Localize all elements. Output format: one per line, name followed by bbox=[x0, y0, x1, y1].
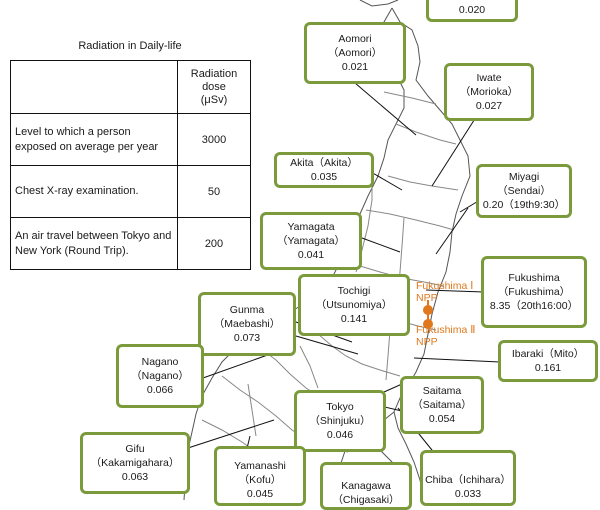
station-city: （Fukushima） bbox=[497, 286, 571, 298]
honshu-east-coast bbox=[391, 7, 471, 500]
station-value: 0.027 bbox=[475, 100, 503, 112]
station-box-nagano: Nagano （Nagano） 0.066 bbox=[116, 344, 204, 408]
station-city: （Kakamigahara） bbox=[90, 457, 180, 469]
station-value: 0.063 bbox=[121, 471, 149, 483]
row-label: Chest X-ray examination. bbox=[10, 165, 178, 218]
header-line-1: Radiation bbox=[190, 67, 238, 80]
header-line-2: dose bbox=[202, 80, 226, 93]
station-box-tochigi: Tochigi （Utsunomiya） 0.141 bbox=[298, 274, 410, 336]
station-name: Gifu bbox=[125, 443, 145, 455]
npp-suffix: NPP bbox=[416, 336, 438, 348]
station-value: 0.045 bbox=[246, 488, 274, 500]
row-value: 200 bbox=[177, 217, 251, 270]
header-dose-cell: Radiation dose (μSv) bbox=[177, 60, 251, 114]
station-name: Akita（Akita） bbox=[290, 157, 358, 169]
header-empty-cell bbox=[10, 60, 178, 114]
station-name: Miyagi bbox=[508, 171, 540, 183]
station-value: 8.35（20th16:00） bbox=[489, 300, 579, 312]
station-name: Gunma bbox=[229, 304, 265, 316]
station-value: 0.020 bbox=[458, 4, 486, 16]
station-value: 0.035 bbox=[310, 171, 338, 183]
station-name: Ibaraki（Mito） bbox=[511, 348, 585, 360]
row-label: An air travel between Tokyo and New York… bbox=[10, 217, 178, 270]
station-box-gunma: Gunma （Maebashi） 0.073 bbox=[198, 292, 296, 356]
row-value: 50 bbox=[177, 165, 251, 218]
npp-name: Fukushima Ⅰ bbox=[416, 280, 474, 292]
header-line-3: (μSv) bbox=[200, 93, 228, 106]
station-box-hokkaido: 0.020 bbox=[426, 0, 518, 22]
npp-suffix: NPP bbox=[416, 292, 438, 304]
station-city: （Chigasaki） bbox=[332, 494, 400, 506]
station-box-ibaraki: Ibaraki（Mito） 0.161 bbox=[498, 340, 598, 382]
station-value: 0.033 bbox=[454, 488, 482, 500]
fukushima-2-npp-label: Fukushima Ⅱ NPP bbox=[416, 324, 475, 348]
station-box-fukushima: Fukushima （Fukushima） 8.35（20th16:00） bbox=[481, 256, 587, 328]
station-name: Yamagata bbox=[287, 221, 335, 233]
table-row: Level to which a person exposed on avera… bbox=[10, 113, 251, 166]
station-name: Yamanashi bbox=[234, 460, 286, 472]
station-name: Iwate bbox=[476, 72, 502, 84]
table-row: Chest X-ray examination. 50 bbox=[10, 165, 251, 218]
station-box-aomori: Aomori （Aomori） 0.021 bbox=[304, 22, 406, 84]
station-city: （Aomori） bbox=[327, 47, 383, 59]
station-value: 0.046 bbox=[326, 429, 354, 441]
station-value: 0.054 bbox=[428, 413, 456, 425]
station-value: 0.066 bbox=[146, 384, 174, 396]
table-header-row: Radiation dose (μSv) bbox=[10, 60, 251, 114]
station-city: （Morioka） bbox=[459, 86, 519, 98]
station-box-yamagata: Yamagata （Yamagata） 0.041 bbox=[260, 212, 362, 270]
table-row: An air travel between Tokyo and New York… bbox=[10, 217, 251, 270]
station-city: （Saitama） bbox=[412, 399, 472, 411]
station-name: Chiba（Ichihara） bbox=[425, 474, 511, 486]
station-city: （Nagano） bbox=[131, 370, 189, 382]
station-name: Fukushima bbox=[508, 272, 560, 284]
station-name: Tokyo bbox=[326, 401, 354, 413]
station-city: （Utsunomiya） bbox=[315, 299, 393, 311]
station-name: Tochigi bbox=[337, 285, 371, 297]
station-value: 0.073 bbox=[233, 332, 261, 344]
station-city: （Yamagata） bbox=[276, 235, 346, 247]
station-value: 0.141 bbox=[340, 313, 368, 325]
station-box-saitama: Saitama （Saitama） 0.054 bbox=[400, 376, 484, 434]
station-value: 0.20（19th9:30） bbox=[482, 199, 566, 211]
npp-name: Fukushima Ⅱ bbox=[416, 324, 476, 336]
station-box-kanagawa: Kanagawa （Chigasaki） bbox=[320, 462, 412, 510]
station-city: （Kofu） bbox=[238, 474, 282, 486]
station-value: 0.161 bbox=[534, 362, 562, 374]
row-value: 3000 bbox=[177, 113, 251, 166]
fukushima-1-npp-label: Fukushima Ⅰ NPP bbox=[416, 280, 473, 304]
station-box-miyagi: Miyagi （Sendai） 0.20（19th9:30） bbox=[476, 164, 572, 218]
station-box-tokyo: Tokyo （Shinjuku） 0.046 bbox=[294, 390, 386, 452]
station-name: Saitama bbox=[422, 385, 462, 397]
station-name: Aomori bbox=[338, 33, 372, 45]
station-box-akita: Akita（Akita） 0.035 bbox=[274, 152, 374, 188]
station-city: （Sendai） bbox=[497, 185, 551, 197]
station-name: Nagano bbox=[141, 356, 179, 368]
station-box-iwate: Iwate （Morioka） 0.027 bbox=[444, 63, 534, 121]
station-box-chiba: Chiba（Ichihara） 0.033 bbox=[420, 450, 516, 506]
dose-reference-table: Radiation dose (μSv) Level to which a pe… bbox=[10, 60, 251, 270]
station-city: （Shinjuku） bbox=[309, 415, 371, 427]
station-name: Kanagawa bbox=[341, 480, 391, 492]
table-title: Radiation in Daily-life bbox=[78, 40, 182, 52]
hokkaido-outline bbox=[359, 0, 399, 7]
station-value: 0.041 bbox=[297, 249, 325, 261]
station-box-gifu: Gifu （Kakamigahara） 0.063 bbox=[80, 432, 190, 494]
station-city: （Maebashi） bbox=[213, 318, 281, 330]
station-value: 0.021 bbox=[341, 61, 369, 73]
fukushima-2-marker bbox=[423, 319, 433, 329]
row-label: Level to which a person exposed on avera… bbox=[10, 113, 178, 166]
station-box-yamanashi: Yamanashi （Kofu） 0.045 bbox=[214, 446, 306, 506]
fukushima-1-marker bbox=[423, 305, 433, 315]
